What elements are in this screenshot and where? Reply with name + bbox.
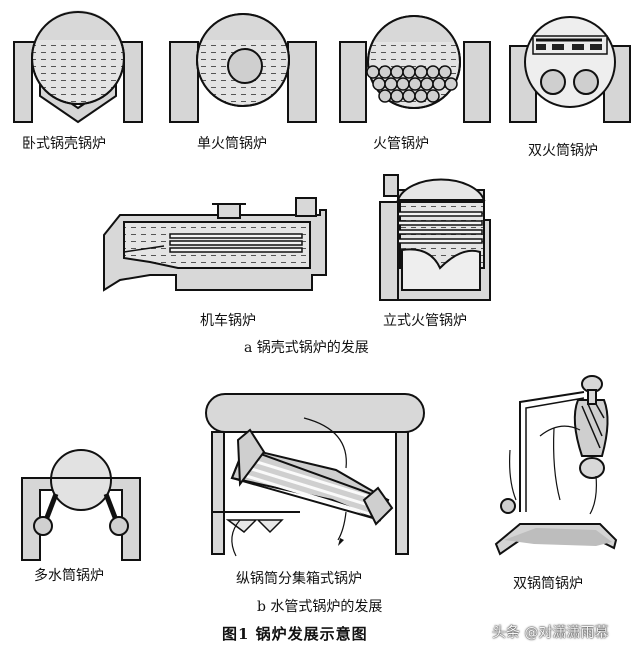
single-flue-boiler [169, 13, 317, 123]
section-a-caption: a 锅壳式锅炉的发展 [244, 340, 369, 356]
watermark: 头条 @对潇潇雨幕 [492, 625, 609, 641]
section-b-caption: b 水管式锅炉的发展 [257, 599, 383, 615]
label-fire-tube-boiler: 火管锅炉 [373, 136, 429, 152]
label-single-flue-boiler: 单火筒锅炉 [197, 136, 267, 152]
figure-caption: 图1 锅炉发展示意图 [222, 625, 368, 643]
label-multi-drum-boiler: 多水筒锅炉 [34, 568, 104, 584]
double-drum-boiler [494, 375, 618, 556]
fire-tube-boiler [339, 15, 491, 123]
label-double-drum-boiler: 双锅筒锅炉 [513, 576, 583, 592]
longitudinal-drum-boiler [205, 393, 425, 557]
double-flue-boiler [509, 16, 631, 123]
label-longitudinal-drum-boiler: 纵锅筒分集箱式锅炉 [236, 571, 362, 587]
label-horizontal-shell-boiler: 卧式锅壳锅炉 [22, 136, 106, 152]
vertical-fire-tube-boiler [379, 174, 491, 301]
locomotive-boiler [103, 197, 327, 292]
label-vertical-fire-tube-boiler: 立式火管锅炉 [383, 313, 467, 329]
horizontal-shell-boiler [13, 10, 143, 124]
label-double-flue-boiler: 双火筒锅炉 [528, 143, 598, 159]
multi-drum-boiler [21, 449, 141, 561]
label-locomotive-boiler: 机车锅炉 [200, 313, 256, 329]
